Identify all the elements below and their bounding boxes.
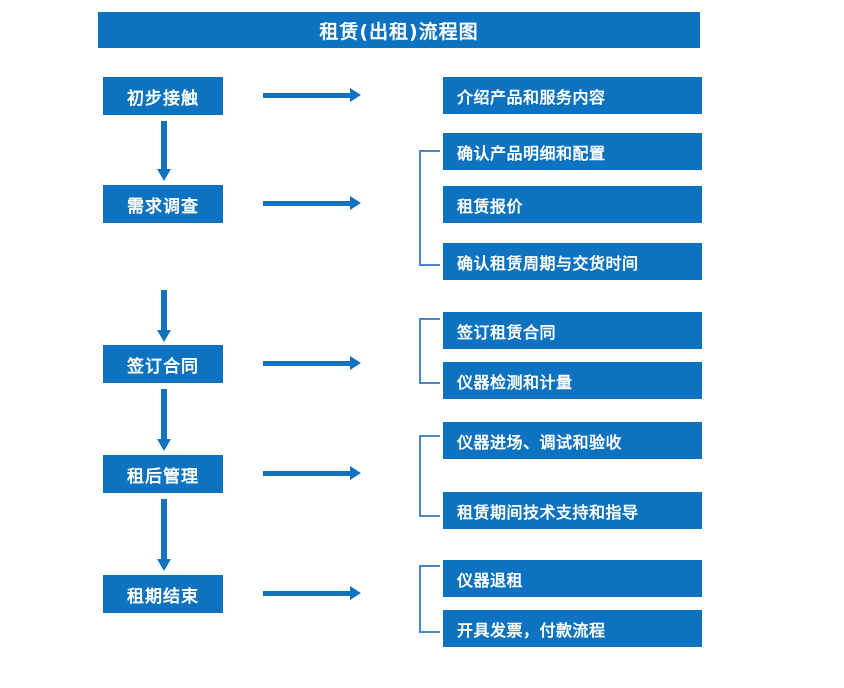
arrow-head-right-icon	[350, 356, 361, 370]
flow-arrow-right-1	[263, 88, 361, 102]
detail-box-instrument-return[interactable]: 仪器退租	[443, 560, 702, 597]
detail-box-instrument-delivery[interactable]: 仪器进场、调试和验收	[443, 422, 702, 459]
flow-arrow-down-2	[157, 290, 171, 342]
detail-box-confirm-period[interactable]: 确认租赁周期与交货时间	[443, 243, 702, 280]
flow-arrow-right-5	[263, 586, 361, 600]
detail-box-invoice-payment[interactable]: 开具发票，付款流程	[443, 610, 702, 647]
arrow-shaft	[263, 591, 351, 596]
flow-arrow-down-3	[157, 389, 171, 451]
arrow-head-down-icon	[157, 169, 171, 181]
flow-arrow-right-2	[263, 196, 361, 210]
group-bracket-lease-end	[419, 565, 440, 633]
flow-arrow-down-4	[157, 499, 171, 571]
arrow-head-right-icon	[350, 466, 361, 480]
group-bracket-sign-contract	[419, 318, 440, 384]
detail-box-confirm-product-spec[interactable]: 确认产品明细和配置	[443, 133, 702, 170]
arrow-shaft	[161, 389, 167, 439]
flow-arrow-right-3	[263, 356, 361, 370]
stage-box-initial-contact[interactable]: 初步接触	[103, 77, 223, 115]
stage-box-lease-end[interactable]: 租期结束	[103, 575, 223, 613]
arrow-head-down-icon	[157, 559, 171, 571]
arrow-head-right-icon	[350, 196, 361, 210]
page-title: 租赁(出租)流程图	[98, 12, 700, 48]
group-bracket-needs-survey	[419, 150, 440, 266]
stage-box-post-rental[interactable]: 租后管理	[103, 455, 223, 493]
stage-box-needs-survey[interactable]: 需求调查	[103, 185, 223, 223]
arrow-head-down-icon	[157, 439, 171, 451]
arrow-head-right-icon	[350, 586, 361, 600]
detail-box-sign-rental-contract[interactable]: 签订租赁合同	[443, 312, 702, 349]
group-bracket-post-rental	[419, 435, 440, 517]
flow-arrow-right-4	[263, 466, 361, 480]
detail-box-technical-support[interactable]: 租赁期间技术支持和指导	[443, 492, 702, 529]
arrow-head-right-icon	[350, 88, 361, 102]
arrow-shaft	[161, 499, 167, 559]
arrow-shaft	[263, 93, 351, 98]
detail-box-introduce-products[interactable]: 介绍产品和服务内容	[443, 77, 702, 114]
arrow-shaft	[161, 121, 167, 169]
arrow-shaft	[263, 471, 351, 476]
stage-box-sign-contract[interactable]: 签订合同	[103, 345, 223, 383]
arrow-shaft	[161, 290, 167, 330]
arrow-shaft	[263, 201, 351, 206]
arrow-shaft	[263, 361, 351, 366]
detail-box-rental-quote[interactable]: 租赁报价	[443, 186, 702, 223]
detail-box-instrument-inspection[interactable]: 仪器检测和计量	[443, 362, 702, 399]
arrow-head-down-icon	[157, 330, 171, 342]
flow-arrow-down-1	[157, 121, 171, 181]
